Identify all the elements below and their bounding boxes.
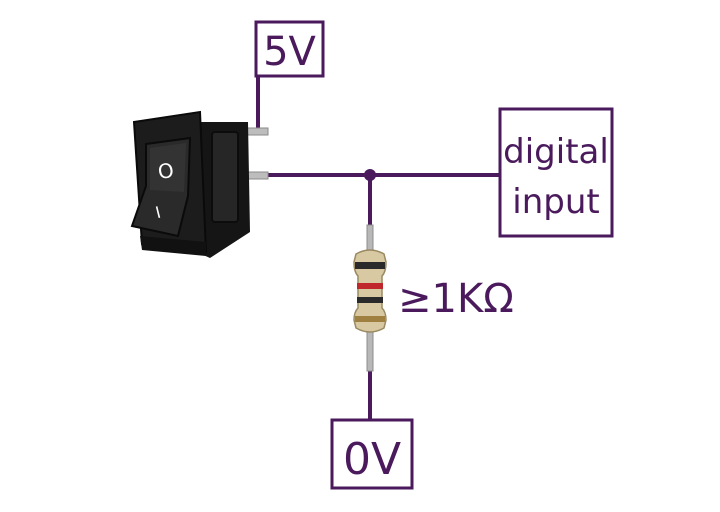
resistor-band-4 — [355, 316, 385, 322]
ground-0v-label: 0V — [343, 434, 401, 485]
resistor-band-3 — [357, 297, 383, 303]
switch-mark-off: O — [156, 158, 175, 184]
rocker-switch-icon: O I — [130, 110, 269, 258]
switch-pin-top — [245, 127, 269, 136]
resistor-value-label: ≥1KΩ — [398, 276, 514, 322]
supply-5v-box: 5V — [254, 20, 325, 78]
junction-dot — [364, 169, 376, 181]
supply-5v-frame — [254, 20, 325, 78]
ground-0v-box: 0V — [330, 418, 414, 490]
digital-input-label-line1: digital — [503, 132, 609, 172]
ground-0v-frame — [330, 418, 414, 490]
switch-pin-bottom — [245, 171, 269, 180]
digital-input-label-line2: input — [512, 182, 599, 222]
switch-rocker-highlight — [150, 143, 186, 192]
switch-bottom-ledge — [140, 236, 206, 256]
wires — [256, 76, 500, 420]
switch-housing-ridge — [211, 131, 239, 223]
digital-input-frame — [498, 107, 614, 238]
resistor-band-2 — [357, 283, 383, 289]
supply-5v-label: 5V — [263, 29, 316, 75]
switch-mark-on: I — [154, 203, 163, 223]
digital-input-box: digital input — [498, 107, 614, 238]
resistor-icon — [353, 224, 387, 372]
resistor-band-1 — [355, 262, 385, 269]
resistor-body — [353, 249, 387, 333]
